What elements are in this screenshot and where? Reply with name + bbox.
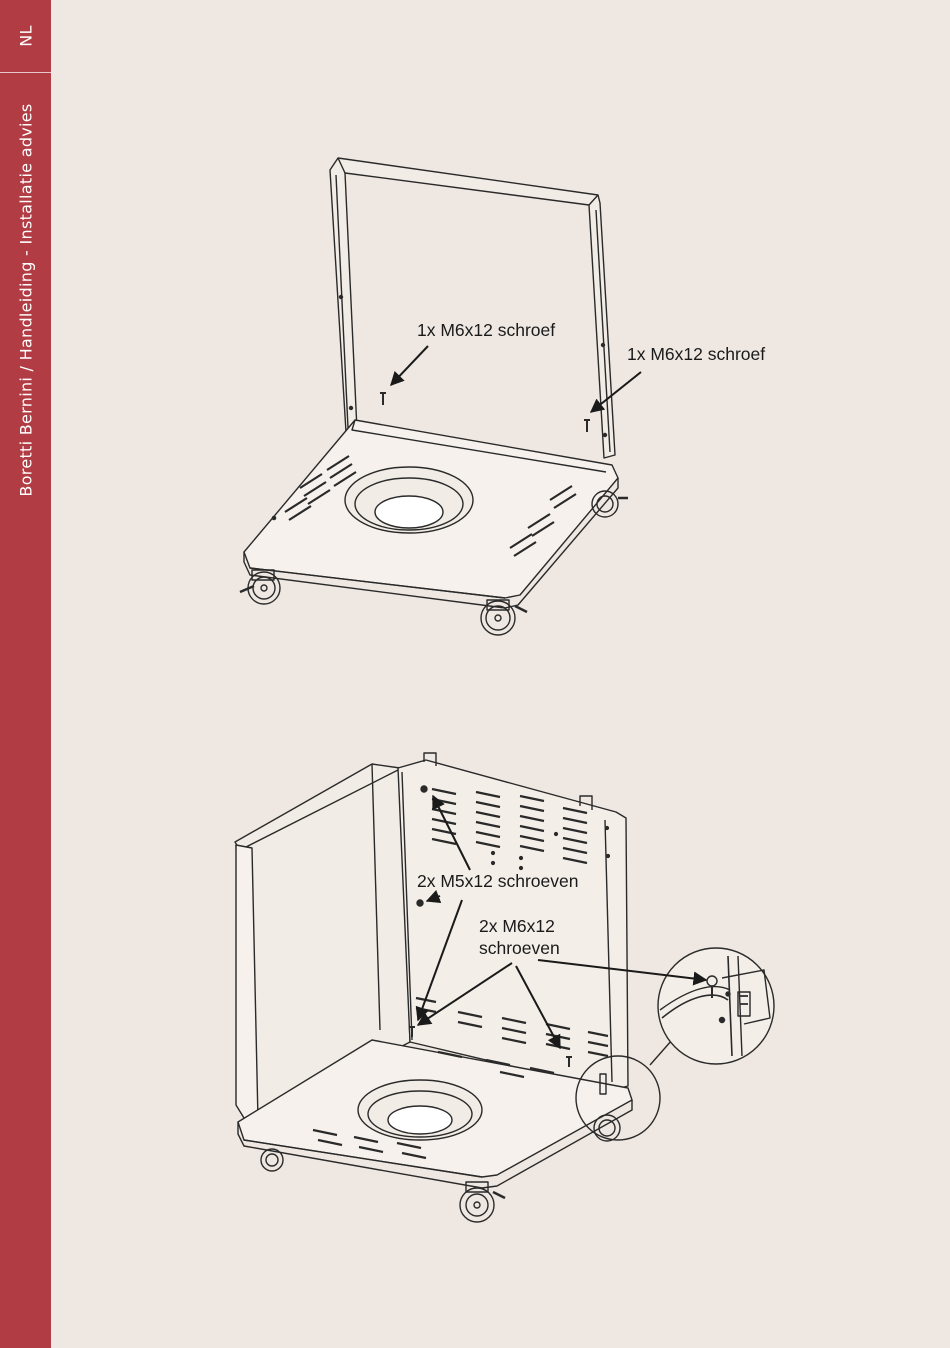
- arrow-screw-right: [591, 372, 641, 412]
- callout-m6-screws-line2: schroeven: [479, 938, 560, 958]
- callout-screw-left: 1x M6x12 schroef: [417, 320, 555, 340]
- arrow-screw-left: [391, 346, 428, 385]
- callout-m5-screws: 2x M5x12 schroeven: [417, 871, 578, 891]
- figure-2-cart-with-side-panels: [235, 753, 774, 1222]
- callout-screw-right: 1x M6x12 schroef: [627, 344, 765, 364]
- figure-1-cart-with-back-frame: [240, 158, 628, 635]
- callout-m6-screws-line1: 2x M6x12: [479, 916, 555, 936]
